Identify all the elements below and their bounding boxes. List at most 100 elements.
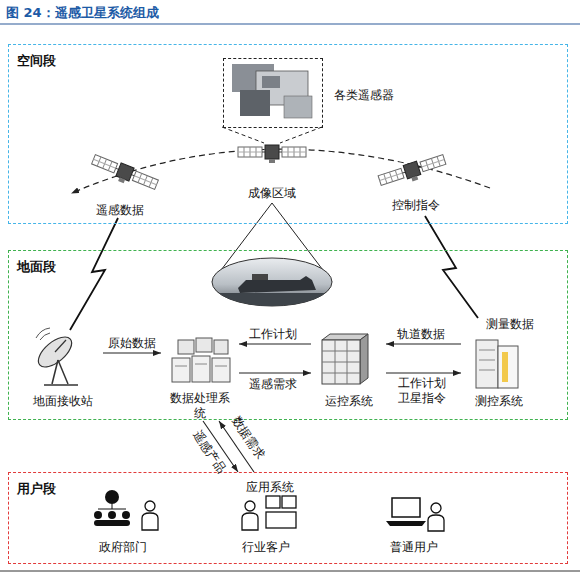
flow-arrow	[203, 421, 238, 472]
org-icon	[122, 511, 130, 519]
building-icon	[322, 362, 360, 363]
station-node: 地面接收站	[23, 331, 103, 409]
dish-icon	[36, 328, 50, 338]
annotation-label: 应用系统	[246, 480, 294, 495]
flow-arrow	[219, 421, 254, 472]
segment-heading: 地面段	[17, 258, 56, 276]
imaging-cone	[212, 203, 332, 307]
org-icon	[105, 490, 119, 504]
lightning-link	[70, 218, 118, 330]
org-icon	[94, 511, 102, 519]
rack-icon	[502, 352, 508, 382]
client-icon	[242, 513, 258, 530]
server-icon	[212, 358, 230, 382]
dish-icon	[52, 360, 58, 384]
rule-line	[0, 571, 580, 572]
edge-label: 遥感产品	[189, 428, 228, 476]
imaging-cone	[252, 274, 268, 280]
satellite-icon	[89, 153, 159, 195]
flow-arrow	[386, 372, 461, 373]
user-node: 行业客户	[226, 489, 306, 555]
server-icon	[172, 358, 190, 382]
client-icon	[282, 496, 296, 508]
system-node: 运控系统	[311, 331, 386, 409]
node-label: 测控系统	[461, 394, 536, 409]
client-icon	[266, 496, 280, 508]
annotation-label: 控制指令	[392, 198, 440, 213]
building-icon	[347, 340, 348, 384]
org-icon	[112, 504, 113, 509]
edge-label: 工作计划	[249, 327, 297, 342]
dish-icon	[55, 340, 66, 352]
rule-line	[0, 24, 580, 571]
node-label: 政府部门	[83, 540, 163, 555]
client-icon	[242, 496, 296, 530]
edge-label: 遥感需求	[249, 377, 297, 392]
org-icon	[94, 520, 130, 526]
node-label: 各类遥感器	[334, 87, 394, 104]
edge-label: 原始数据	[108, 336, 156, 351]
laptop-icon	[431, 503, 441, 513]
server-icon	[178, 340, 194, 354]
rack-icon	[479, 370, 495, 371]
server-icon	[215, 366, 227, 367]
edge-label: 工作计划 卫星指令	[397, 376, 447, 406]
imaging-cone	[238, 276, 316, 293]
client-icon	[266, 512, 296, 528]
annotation-label: 遥感数据	[96, 203, 144, 218]
laptop-icon	[386, 498, 444, 531]
flow-arrow	[103, 352, 161, 353]
dish-icon	[40, 333, 50, 340]
satellite-icon	[238, 145, 306, 163]
dish-icon	[58, 360, 68, 384]
flow-arrow	[239, 343, 311, 344]
rack-icon	[479, 350, 495, 351]
segment-heading: 用户段	[17, 480, 56, 498]
satellite-icon	[378, 153, 448, 191]
sensor-collage	[222, 127, 264, 143]
building-icon	[322, 351, 360, 352]
org-icon	[98, 509, 126, 510]
laptop-icon	[428, 515, 444, 531]
system-node: 测控系统	[461, 334, 536, 409]
building-icon	[322, 373, 360, 374]
edge-label: 数据需求	[228, 414, 267, 462]
node-label: 行业客户	[226, 540, 306, 555]
org-icon	[145, 501, 155, 511]
server-icon	[195, 364, 207, 365]
server-icon	[172, 338, 230, 382]
sensor-collage	[262, 76, 280, 88]
org-icon	[94, 490, 158, 530]
system-node: 数据处理系统	[161, 331, 239, 421]
dish-icon	[44, 384, 78, 386]
laptop-icon	[386, 521, 426, 526]
client-icon	[245, 501, 255, 511]
node-label: 地面接收站	[23, 394, 103, 409]
figure-title: 图 24：遥感卫星系统组成	[6, 4, 159, 22]
imaging-cone	[212, 293, 332, 307]
flow-arrow	[239, 372, 311, 373]
rack-icon	[476, 340, 498, 388]
annotation-label: 成像区域	[248, 186, 296, 201]
lightning-link	[425, 216, 478, 318]
dish-icon	[33, 331, 76, 372]
org-icon	[142, 513, 158, 530]
building-icon	[322, 340, 360, 384]
edge-label: 轨道数据	[397, 327, 445, 342]
rack-icon	[476, 340, 518, 388]
segment-heading: 空间段	[17, 52, 56, 70]
sensor-collage	[284, 96, 312, 118]
rack-icon	[498, 346, 518, 388]
rule-line	[0, 23, 580, 24]
node-label: 数据处理系统	[169, 391, 231, 421]
sensor-collage	[280, 127, 322, 143]
user-node: 普通用户	[374, 489, 454, 555]
server-icon	[175, 366, 187, 367]
building-icon	[335, 340, 336, 384]
server-icon	[214, 340, 228, 354]
laptop-icon	[392, 498, 420, 517]
flow-arrow	[386, 343, 461, 344]
node-label: 普通用户	[374, 540, 454, 555]
imaging-cone	[212, 258, 332, 306]
